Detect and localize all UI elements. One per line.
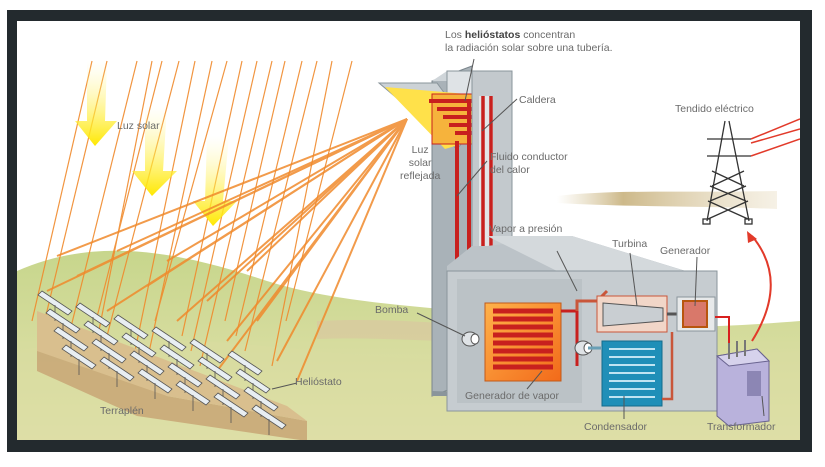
note-suffix: concentran bbox=[520, 29, 576, 41]
power-cables bbox=[750, 118, 800, 157]
heliostat-mirror bbox=[83, 320, 119, 346]
arrow-head-icon bbox=[747, 231, 757, 243]
heliostat-mirror bbox=[167, 362, 203, 388]
heliostat-mirror bbox=[159, 344, 195, 370]
label-power-line: Tendido eléctrico bbox=[675, 103, 754, 115]
heliostat-mirror bbox=[61, 344, 97, 370]
note-bold: helióstatos bbox=[464, 29, 521, 41]
heliostat-mirror bbox=[189, 338, 225, 364]
reflected-line-1: Luz bbox=[411, 144, 429, 156]
generator bbox=[676, 296, 730, 346]
label-transformer: Transformador bbox=[707, 421, 776, 433]
note-line2: la radiación solar sobre una tubería. bbox=[445, 42, 613, 54]
sun-ray bbox=[235, 60, 303, 337]
sun-arrow-icon bbox=[193, 136, 237, 226]
heat-fluid-line-2: del calor bbox=[490, 164, 530, 176]
label-heat-fluid: Fluido conductor del calor bbox=[490, 151, 568, 177]
label-pump: Bomba bbox=[375, 304, 409, 316]
heliostat-mirror bbox=[151, 326, 187, 352]
label-sunlight: Luz solar bbox=[117, 120, 160, 132]
heliostat-mirror bbox=[75, 302, 111, 328]
reflected-line-2: solar bbox=[408, 157, 432, 169]
heliostat-mirror bbox=[175, 380, 211, 406]
sun-ray bbox=[64, 60, 138, 352]
label-pressure-steam: Vapor a presión bbox=[489, 223, 563, 235]
turbine bbox=[596, 295, 685, 333]
label-embankment: Terraplén bbox=[100, 405, 144, 417]
heliostat-mirrors bbox=[37, 290, 287, 435]
heliostat-field bbox=[37, 290, 307, 440]
heliostat-mirror bbox=[197, 356, 233, 382]
heliostat-mirror bbox=[213, 392, 249, 418]
sun-arrow-icon bbox=[132, 106, 177, 196]
label-condenser: Condensador bbox=[584, 421, 648, 433]
sun-ray bbox=[154, 60, 228, 322]
power-block-building bbox=[432, 236, 718, 412]
diagram-canvas: Los helióstatos concentran la radiación … bbox=[17, 21, 800, 440]
heliostat-mirror bbox=[37, 290, 73, 316]
sun-arrow-icon bbox=[75, 61, 117, 146]
heliostat-mirror bbox=[45, 308, 81, 334]
heliostat-mirror bbox=[227, 350, 263, 376]
sun-ray bbox=[285, 60, 353, 322]
solar-plant-illustration bbox=[17, 58, 800, 440]
label-reflected-light: Luz solar reflejada bbox=[400, 144, 440, 183]
steam-coil bbox=[493, 308, 553, 370]
sun-ray bbox=[199, 60, 273, 367]
heliostat-mirror bbox=[235, 368, 271, 394]
heat-fluid-line-1: Fluido conductor bbox=[490, 151, 568, 163]
reflected-ray bbox=[56, 118, 408, 257]
heliostat-mirror bbox=[113, 314, 149, 340]
reflected-ray bbox=[246, 118, 408, 272]
heliostat-mirror bbox=[137, 368, 173, 394]
heliostat-mirror bbox=[243, 386, 279, 412]
transformer bbox=[715, 340, 771, 427]
reflected-ray bbox=[146, 118, 408, 287]
sun-ray bbox=[95, 60, 163, 322]
heliostat-mirror bbox=[129, 350, 165, 376]
sun-ray bbox=[134, 60, 196, 352]
heliostat-mirror bbox=[99, 356, 135, 382]
heliostat-mirror bbox=[121, 332, 157, 358]
heliostat-mirror bbox=[205, 374, 241, 400]
label-heliostat: Helióstato bbox=[295, 376, 342, 388]
sun-ray bbox=[106, 60, 180, 337]
reflected-ray bbox=[116, 118, 408, 252]
pump-icon bbox=[574, 340, 602, 356]
leader-lines bbox=[271, 58, 765, 419]
reflected-ray bbox=[276, 118, 408, 362]
heliostat-mirror bbox=[53, 326, 89, 352]
heliostat-note: Los helióstatos concentran la radiación … bbox=[445, 29, 613, 55]
reflected-ray bbox=[226, 118, 408, 342]
sun-ray bbox=[91, 60, 153, 367]
heliostat-mirror bbox=[91, 338, 127, 364]
heliostat-mirror bbox=[251, 404, 287, 430]
sun-ray bbox=[31, 60, 93, 322]
power-flow-arrow bbox=[751, 235, 772, 342]
reflected-ray bbox=[166, 118, 408, 262]
reflected-rays bbox=[46, 118, 408, 382]
label-generator: Generador bbox=[660, 245, 711, 257]
note-prefix: Los bbox=[445, 29, 465, 41]
pump-icon bbox=[461, 331, 480, 347]
condenser-coil bbox=[609, 348, 655, 398]
reflected-ray bbox=[296, 118, 408, 382]
reflected-ray bbox=[76, 118, 408, 277]
label-turbine: Turbina bbox=[612, 238, 648, 250]
sun-arrow-icons bbox=[75, 61, 237, 226]
reflected-line-3: reflejada bbox=[400, 170, 441, 182]
condenser bbox=[601, 332, 674, 407]
label-boiler: Caldera bbox=[519, 94, 556, 106]
reflected-ray bbox=[216, 118, 408, 372]
label-steam-generator: Generador de vapor bbox=[465, 390, 559, 402]
power-pylon-icon bbox=[702, 120, 753, 225]
